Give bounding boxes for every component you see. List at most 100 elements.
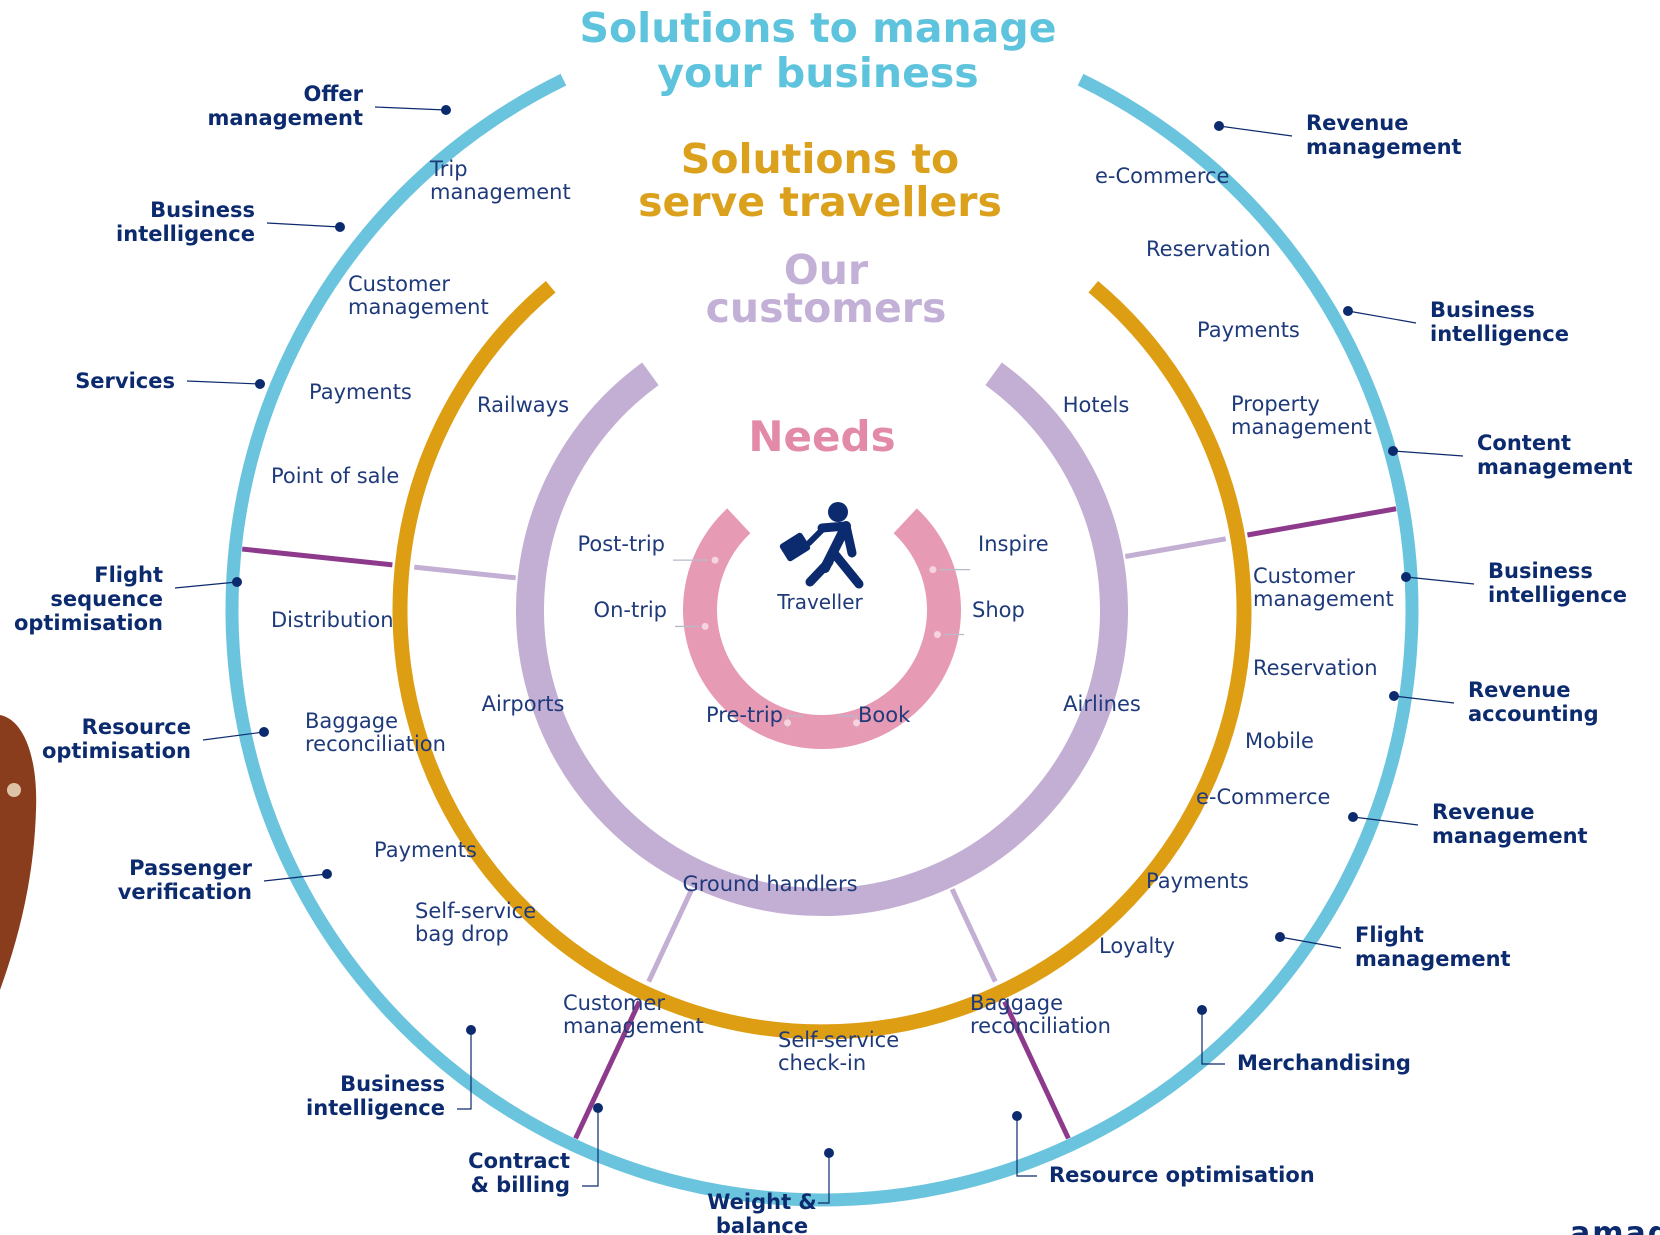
business-solution-label: Contract& billing — [468, 1149, 570, 1197]
business-marker-dot — [322, 869, 332, 879]
business-marker-dot — [1197, 1005, 1207, 1015]
needs-title: Needs — [748, 412, 895, 461]
business-leader-line — [1405, 576, 1475, 585]
business-leader-line — [174, 581, 238, 589]
needs-label-shop: Shop — [972, 598, 1025, 622]
business-marker-dot — [335, 222, 345, 232]
middle-ring-title-line1: Solutions to — [681, 135, 959, 183]
business-leader-line — [582, 1108, 599, 1187]
outer-ring-title-line1: Solutions to manage — [579, 4, 1056, 52]
business-solution-label: Resource optimisation — [1049, 1163, 1315, 1187]
business-marker-dot — [1348, 812, 1358, 822]
business-marker-dot — [466, 1025, 476, 1035]
business-leader-line — [1218, 125, 1293, 137]
business-leader-line — [457, 1030, 472, 1110]
serve-solution-hotels: Reservation — [1146, 237, 1271, 261]
business-marker-dot — [1388, 446, 1398, 456]
inner-divider — [949, 888, 998, 983]
serve-solution-airports: Distribution — [271, 608, 394, 632]
business-marker-dot — [441, 105, 451, 115]
inner-ring-arc — [516, 362, 1128, 917]
business-solution-label: Weight &balance — [707, 1190, 817, 1235]
outer-divider — [241, 546, 393, 568]
business-solution-label: Services — [75, 369, 175, 393]
business-leader-line — [1279, 936, 1342, 949]
needs-marker-dot — [933, 631, 941, 639]
needs-marker-dot — [711, 556, 719, 564]
business-leader-line — [263, 873, 328, 882]
needs-marker-dot — [701, 622, 709, 630]
needs-label-on-trip: On-trip — [594, 598, 667, 622]
photo-fragment — [0, 715, 37, 990]
inner-ring-title-line1: Our — [784, 246, 869, 294]
needs-marker-dot — [852, 719, 860, 727]
serve-solution-airports: Payments — [374, 838, 477, 862]
business-marker-dot — [1401, 572, 1411, 582]
needs-label-book: Book — [858, 703, 911, 727]
business-marker-dot — [232, 577, 242, 587]
inner-divider — [646, 888, 695, 983]
inner-divider — [1124, 536, 1227, 559]
customer-segment-label: Airports — [482, 692, 565, 716]
business-marker-dot — [824, 1148, 834, 1158]
business-marker-dot — [1389, 691, 1399, 701]
serve-solution-airlines: Payments — [1146, 869, 1249, 893]
business-leader-line — [202, 731, 265, 741]
serve-solution-railways: Point of sale — [271, 464, 399, 488]
traveller-icon — [779, 502, 864, 589]
serve-solution-hotels: Payments — [1197, 318, 1300, 342]
business-leader-line — [1392, 450, 1464, 457]
business-leader-line — [1347, 310, 1417, 324]
needs-ring-arc — [683, 508, 961, 750]
outer-ring-arc — [225, 73, 1419, 1207]
customer-segment-label: Ground handlers — [682, 872, 857, 896]
outer-divider — [1002, 1000, 1071, 1140]
business-marker-dot — [1214, 121, 1224, 131]
needs-marker-dot — [784, 719, 792, 727]
business-leader-line — [1393, 695, 1455, 704]
inner-ring-title-line2: customers — [706, 284, 947, 332]
serve-solution-airlines: e-Commerce — [1196, 785, 1330, 809]
business-leader-line — [374, 106, 447, 111]
brand-logo: amadeus — [1570, 1216, 1660, 1235]
leader-lines-layer — [174, 105, 1475, 1204]
inner-divider — [413, 564, 516, 581]
needs-label-inspire: Inspire — [978, 532, 1049, 556]
serve-solution-railways: Payments — [309, 380, 412, 404]
business-marker-dot — [1343, 306, 1353, 316]
business-leader-line — [818, 1153, 830, 1204]
dividers-layer — [241, 506, 1397, 1140]
business-marker-dot — [259, 727, 269, 737]
serve-solution-airlines: Mobile — [1245, 729, 1314, 753]
middle-ring-arc — [392, 280, 1252, 1040]
customer-segment-label: Hotels — [1063, 393, 1130, 417]
outer-divider — [573, 1000, 642, 1140]
business-leader-line — [1016, 1116, 1037, 1177]
business-leader-line — [1352, 816, 1419, 826]
customer-segment-label: Airlines — [1063, 692, 1141, 716]
serve-solution-hotels: e-Commerce — [1095, 164, 1229, 188]
business-marker-dot — [1012, 1111, 1022, 1121]
serve-solution-airlines: Reservation — [1253, 656, 1378, 680]
needs-marker-dot — [929, 566, 937, 574]
